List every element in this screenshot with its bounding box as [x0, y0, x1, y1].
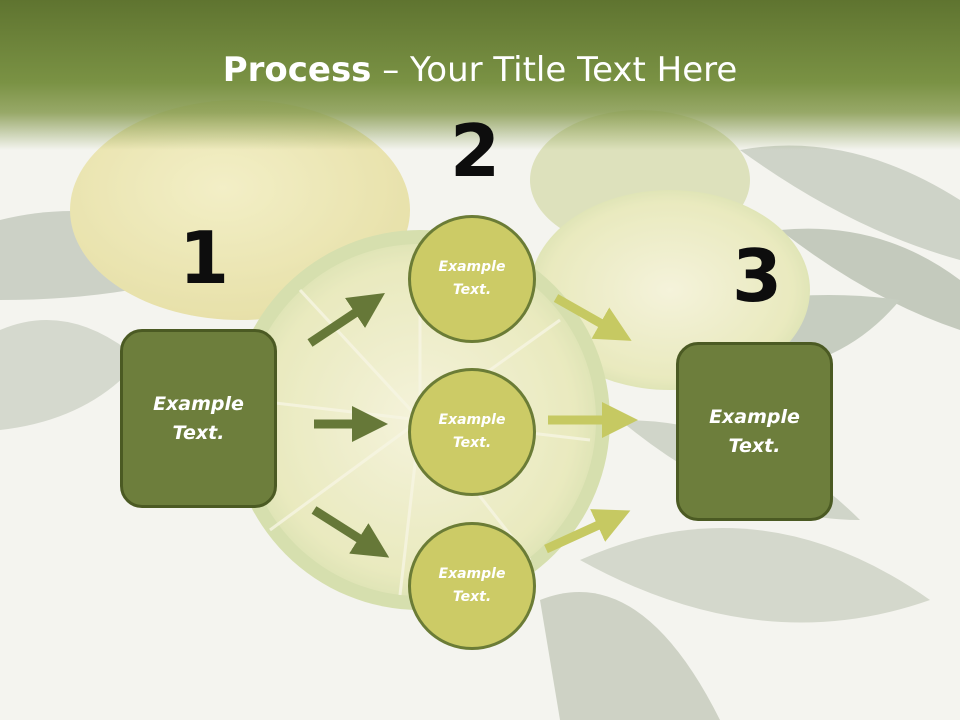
- arrow-2a-to-3: [553, 294, 632, 341]
- step-3-text: Example Text.: [709, 405, 800, 457]
- circle-top-text: Example Text.: [438, 259, 506, 298]
- title-banner: [0, 0, 960, 150]
- page-title: Process – Your Title Text Here: [0, 50, 960, 90]
- arrow-1-to-2a: [307, 293, 385, 347]
- step-3-box: Example Text.: [676, 342, 833, 521]
- arrow-2c-to-3: [544, 509, 631, 554]
- arrow-1-to-2c: [311, 506, 390, 558]
- step-2-circle-top: Example Text.: [408, 215, 536, 343]
- title-bold: Process: [222, 50, 372, 90]
- circle-bottom-text: Example Text.: [438, 566, 506, 605]
- circle-middle-text: Example Text.: [438, 412, 506, 451]
- step-1-text: Example Text.: [153, 392, 244, 444]
- step-number-2: 2: [450, 109, 501, 193]
- title-rest: – Your Title Text Here: [371, 50, 738, 90]
- step-number-3: 3: [732, 234, 783, 318]
- step-number-1: 1: [179, 216, 230, 300]
- step-2-circle-middle: Example Text.: [408, 368, 536, 496]
- step-1-box: Example Text.: [120, 329, 277, 508]
- step-2-circle-bottom: Example Text.: [408, 522, 536, 650]
